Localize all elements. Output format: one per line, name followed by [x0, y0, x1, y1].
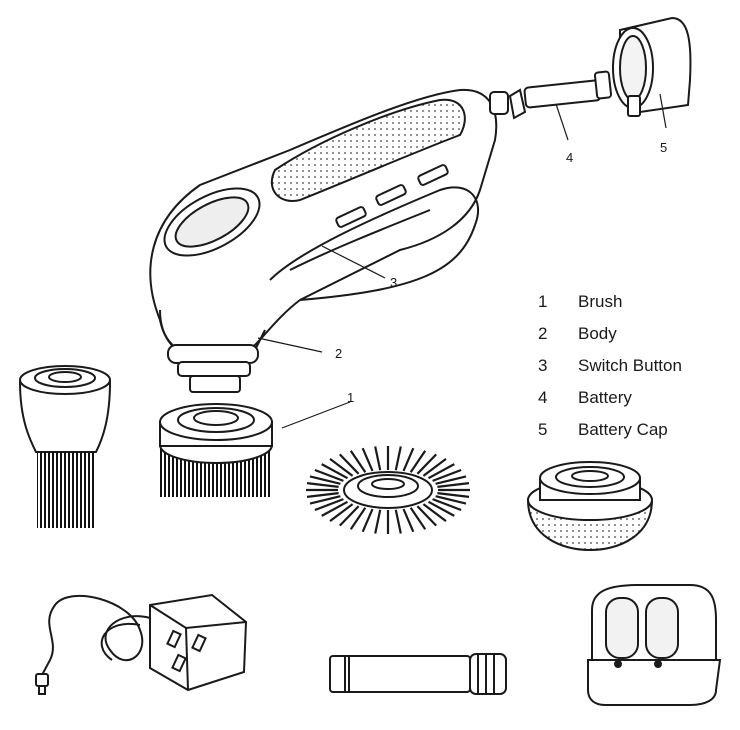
legend-number: 5	[538, 420, 548, 439]
bristle-spoke	[374, 446, 382, 471]
round-brush-head	[159, 403, 273, 497]
bristle-spoke	[416, 453, 437, 475]
legend-label: Battery Cap	[578, 420, 668, 439]
legend-label: Switch Button	[578, 356, 682, 375]
bristle-spoke	[361, 508, 374, 533]
sponge-pad-head	[526, 461, 654, 552]
legend-item-battery: 4 Battery	[538, 382, 682, 414]
bristle-spoke	[314, 468, 344, 482]
legend-number: 1	[538, 292, 548, 311]
bristle-spoke	[394, 446, 402, 471]
callout-5: 5	[660, 140, 667, 155]
bristle-spoke	[402, 447, 415, 472]
bristle-spoke	[437, 492, 470, 498]
legend-number: 4	[538, 388, 548, 407]
bristle-spoke	[349, 507, 367, 530]
bristle-spoke	[416, 505, 437, 527]
leader-line-2	[257, 337, 323, 353]
bristle-spoke	[321, 463, 349, 480]
battery-cap	[612, 16, 692, 117]
callout-4: 4	[566, 150, 573, 165]
radial-flat-brush	[306, 446, 470, 534]
bristle-spoke	[314, 498, 344, 512]
bristle-spoke	[432, 498, 462, 512]
bristle-spoke	[422, 503, 447, 522]
legend-number: 2	[538, 324, 548, 343]
legend-item-body: 2 Body	[538, 318, 682, 350]
leader-line-1	[281, 401, 351, 429]
legend-label: Battery	[578, 388, 632, 407]
leader-line-5	[659, 93, 667, 129]
bristle-spoke	[432, 468, 462, 482]
bristle-spoke	[309, 495, 341, 505]
legend-number: 3	[538, 356, 548, 375]
callout-3: 3	[390, 275, 397, 290]
bristle-spoke	[339, 453, 360, 475]
bristle-spoke	[339, 505, 360, 527]
bristle-spoke	[409, 507, 427, 530]
tall-bristle-brush	[18, 365, 112, 528]
parts-legend: 1 Brush 2 Body 3 Switch Button 4 Battery…	[538, 286, 682, 446]
bristle-spoke	[306, 482, 339, 488]
callout-1: 1	[347, 390, 354, 405]
bristle-spoke	[329, 458, 354, 477]
legend-item-switch-button: 3 Switch Button	[538, 350, 682, 382]
bristle-spoke	[361, 447, 374, 472]
legend-item-brush: 1 Brush	[538, 286, 682, 318]
bristle-spoke	[435, 495, 467, 505]
legend-label: Brush	[578, 292, 623, 311]
bristle-spoke	[422, 458, 447, 477]
bristle-spoke	[409, 450, 427, 473]
bristle-spoke	[306, 492, 339, 498]
leader-line-4	[555, 103, 569, 141]
legend-label: Body	[578, 324, 617, 343]
bristle-spoke	[349, 450, 367, 473]
callout-2: 2	[335, 346, 342, 361]
bristle-spoke	[437, 482, 470, 488]
bristle-spoke	[394, 509, 402, 534]
legend-item-battery-cap: 5 Battery Cap	[538, 414, 682, 446]
bristle-spoke	[374, 509, 382, 534]
bristle-spoke	[321, 500, 349, 517]
battery-top	[508, 70, 613, 120]
bristle-spoke	[435, 475, 467, 485]
scrubber-body	[149, 88, 509, 393]
bristle-spoke	[427, 463, 455, 480]
bristle-spoke	[329, 503, 354, 522]
bristle-spoke	[427, 500, 455, 517]
bristle-spoke	[309, 475, 341, 485]
leader-line-3	[321, 245, 386, 279]
wall-charger-adapter	[35, 593, 248, 695]
charging-dock	[587, 584, 722, 706]
spare-battery	[329, 653, 507, 695]
bristle-spoke	[402, 508, 415, 533]
leader-lines	[257, 93, 667, 429]
